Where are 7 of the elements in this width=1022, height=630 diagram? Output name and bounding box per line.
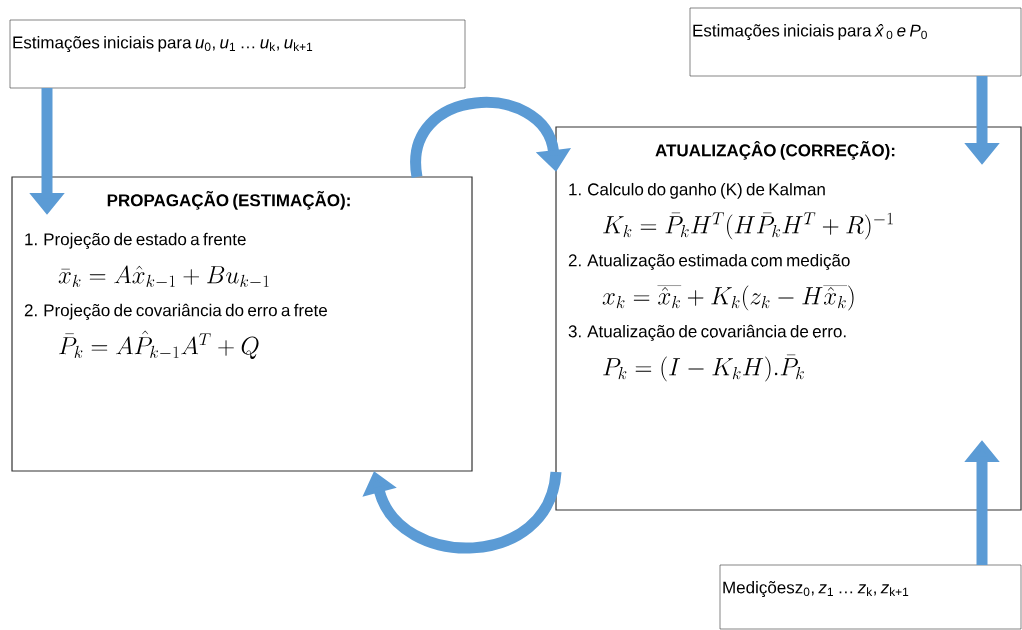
input-box: Estimações iniciais para u$_{0}$, u$_{1}$ … u$_{k}$, u$_{k+1}$ (9, 19, 466, 89)
block-arrow (410, 97, 571, 178)
process-box: ATUALIZAÇÂO (CORREÇÃO): 1. Calculo do ganho (K) de Kalman $K_k = \bar{P}_k H^T (H\bar{P}_k H^T + R)^{-1}$ 2. Atualização estimada com medição $x_k = \overline{\hat{x}_k} + K_k(z_k - H\overline{\hat{x}_k})$ 3. Atualização de covariância de erro. $P_k = (I - K_k H).\bar{P}_k$ (555, 126, 1022, 511)
input-box: Mediçõesz$_{0}$, z$_{1}$ … z$_{k}$, z$_{k+1}$ (719, 564, 1022, 630)
process-box: PROPAGAÇÃO (ESTIMAÇÃO): 1. Projeção de estado a frente $\bar{x}_k = A\hat{x}_{k-1} + Bu_{k-1}$ 2. Projeção de covariância do erro a frete $\bar{P}_k = A\hat{P}_{k-1}A^T + Q$ (11, 176, 473, 472)
input-box: Estimações iniciais parax̂$_{0}$ e P$_{0}$ (689, 7, 1022, 77)
block-arrow (362, 470, 562, 554)
